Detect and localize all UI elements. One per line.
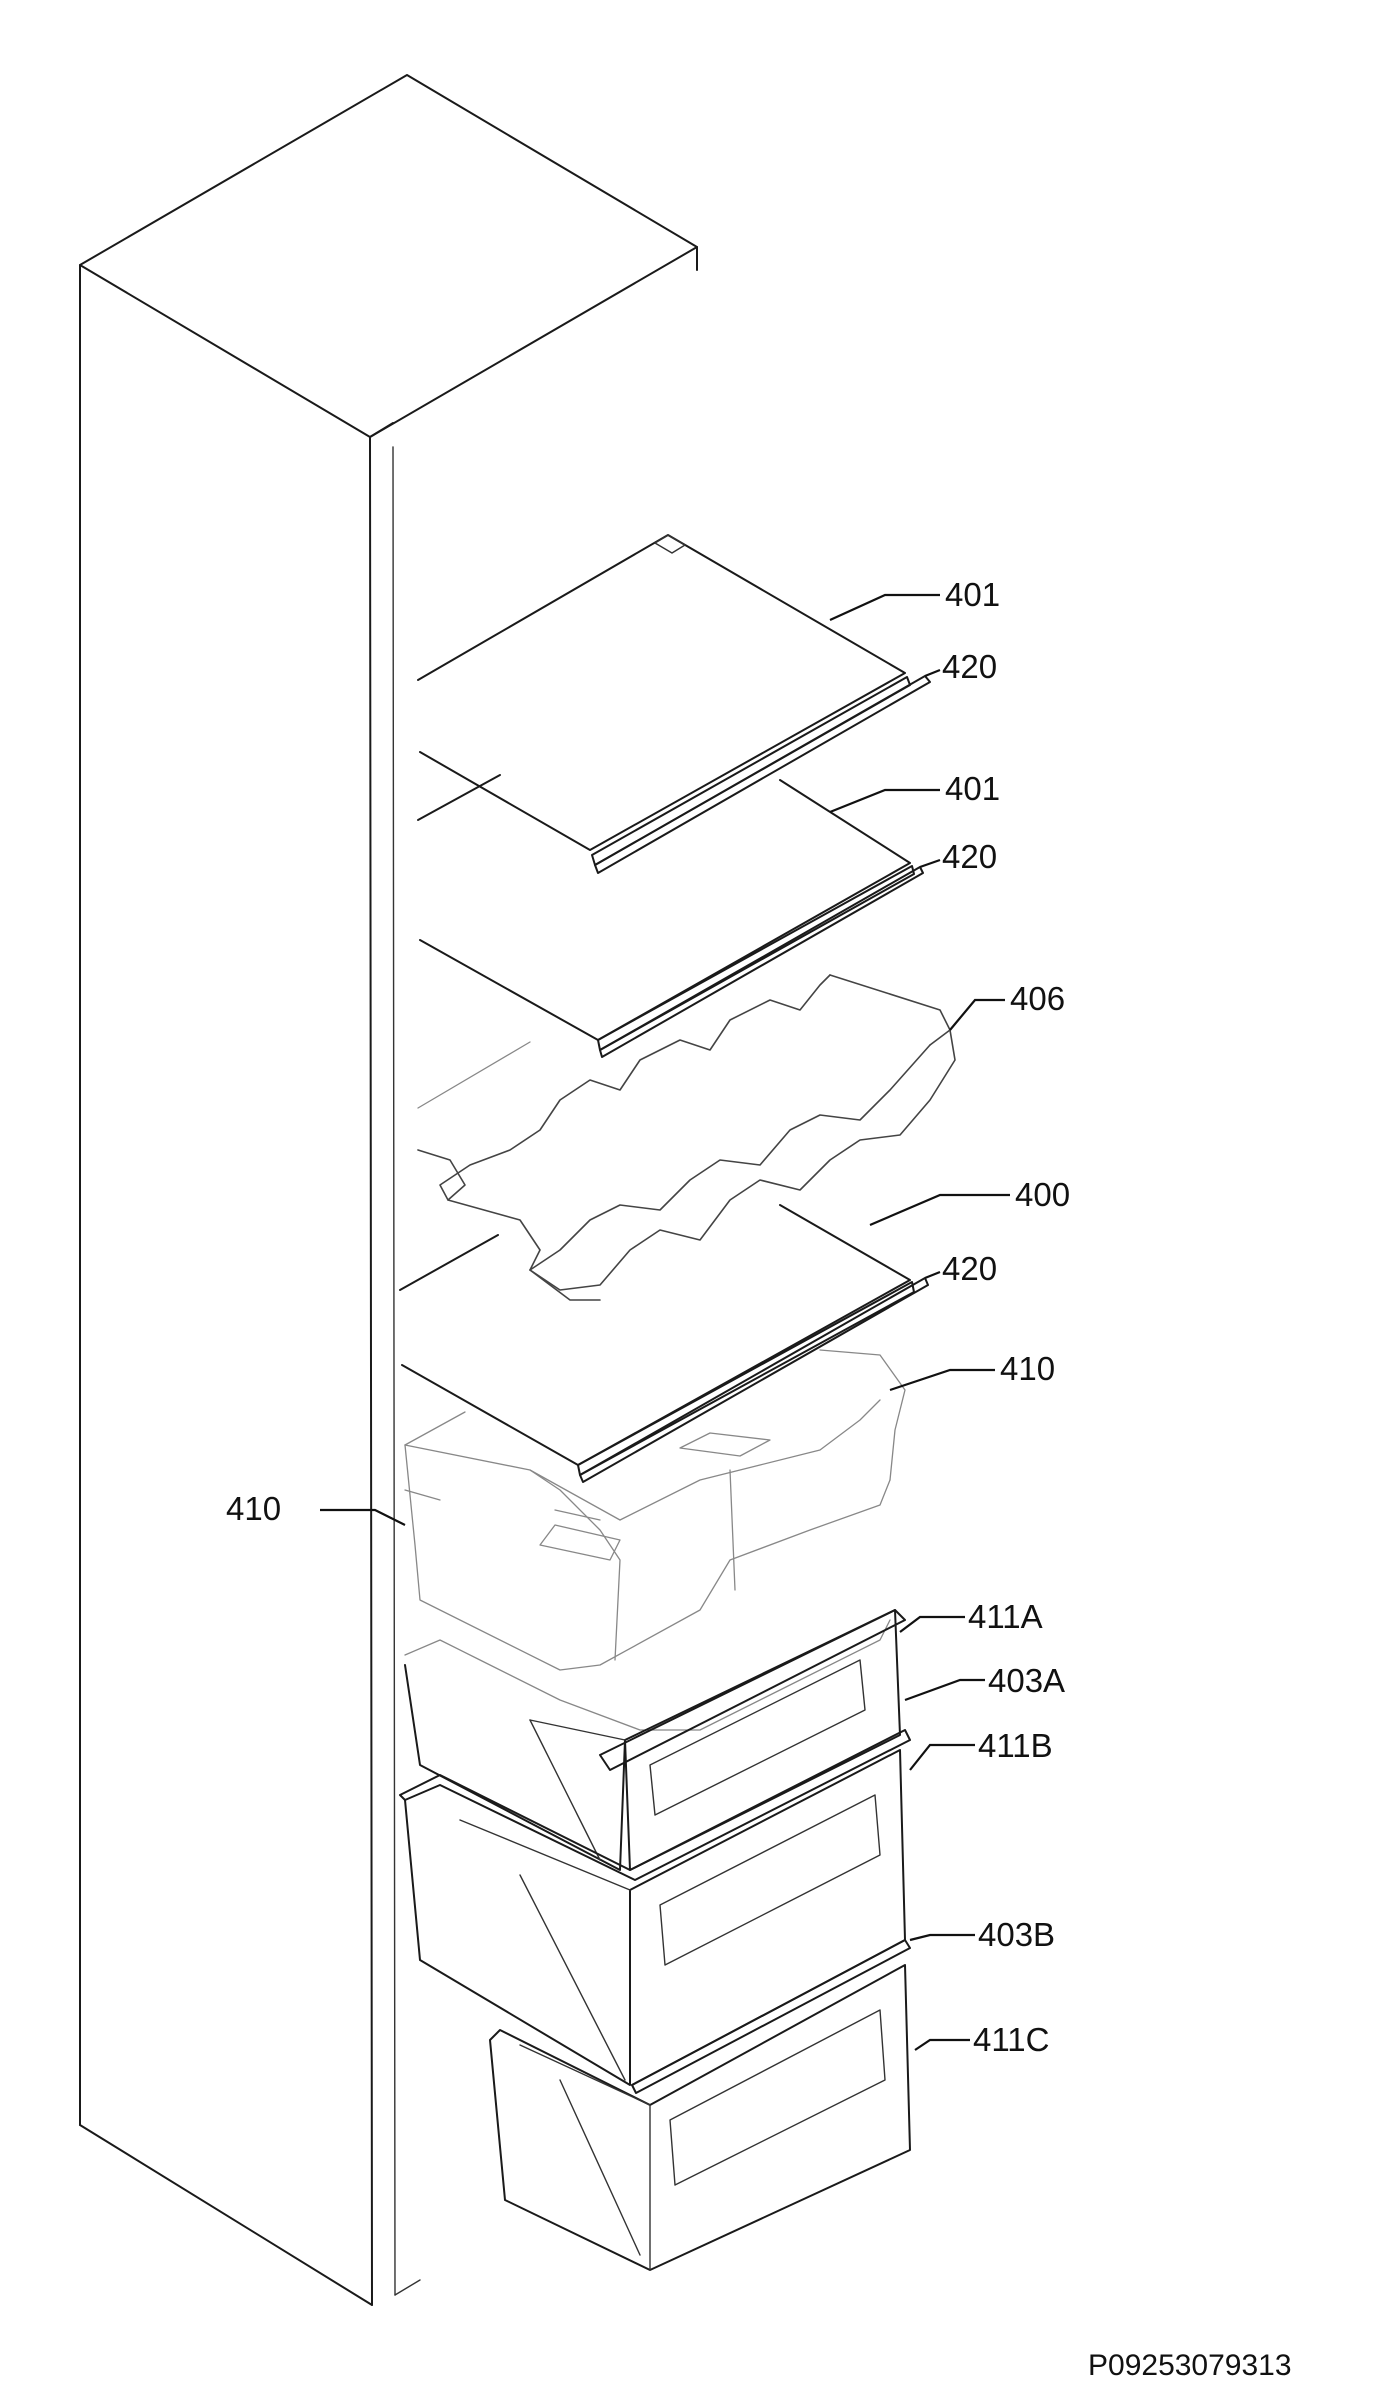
label-401-mid: 401	[945, 770, 1000, 807]
label-406: 406	[1010, 980, 1065, 1017]
leader-410-left	[320, 1508, 406, 1526]
trim-strip-low	[579, 1277, 929, 1483]
fridge-cabinet	[79, 74, 698, 2306]
label-411b: 411B	[978, 1727, 1053, 1764]
drawer-cover-403a	[399, 1609, 911, 1881]
glass-shelf-low	[399, 1204, 915, 1476]
trim-strip-top	[594, 675, 931, 874]
label-411a: 411A	[968, 1598, 1043, 1635]
trim-strip-mid	[599, 866, 924, 1058]
leader-lines	[320, 593, 1010, 2051]
leader-420-low	[924, 1270, 941, 1280]
leader-403a	[904, 1678, 985, 1702]
label-411c: 411C	[973, 2021, 1049, 2058]
leader-420-mid	[919, 858, 941, 869]
label-420-top: 420	[942, 648, 997, 685]
label-403b: 403B	[978, 1916, 1055, 1953]
leader-400	[869, 1193, 1010, 1227]
drawing-code: P09253079313	[1088, 2349, 1292, 2382]
leader-411a	[899, 1615, 965, 1633]
leader-411c	[914, 2038, 970, 2051]
label-410-right: 410	[1000, 1350, 1055, 1387]
label-401-top: 401	[945, 576, 1000, 613]
leader-420-top	[924, 668, 941, 678]
label-400: 400	[1015, 1176, 1070, 1213]
label-420-low: 420	[942, 1250, 997, 1287]
leader-401-mid	[829, 788, 940, 814]
label-410-left: 410	[226, 1490, 281, 1527]
leader-406	[949, 998, 1005, 1031]
drawer-411a	[404, 1609, 901, 1871]
label-420-mid: 420	[942, 838, 997, 875]
drawer-411c	[489, 1964, 911, 2271]
label-403a: 403A	[988, 1662, 1065, 1699]
drawer-411b	[404, 1749, 906, 2086]
leader-410-right	[889, 1368, 995, 1392]
bottle-rack	[417, 974, 956, 1301]
leader-411b	[909, 1743, 975, 1771]
leader-401-top	[829, 593, 940, 622]
drawer-cover-403b	[631, 1939, 911, 2094]
glass-shelf-mid	[417, 774, 915, 1051]
door-bin-crisper	[404, 1349, 906, 1671]
leader-403b	[909, 1933, 975, 1942]
